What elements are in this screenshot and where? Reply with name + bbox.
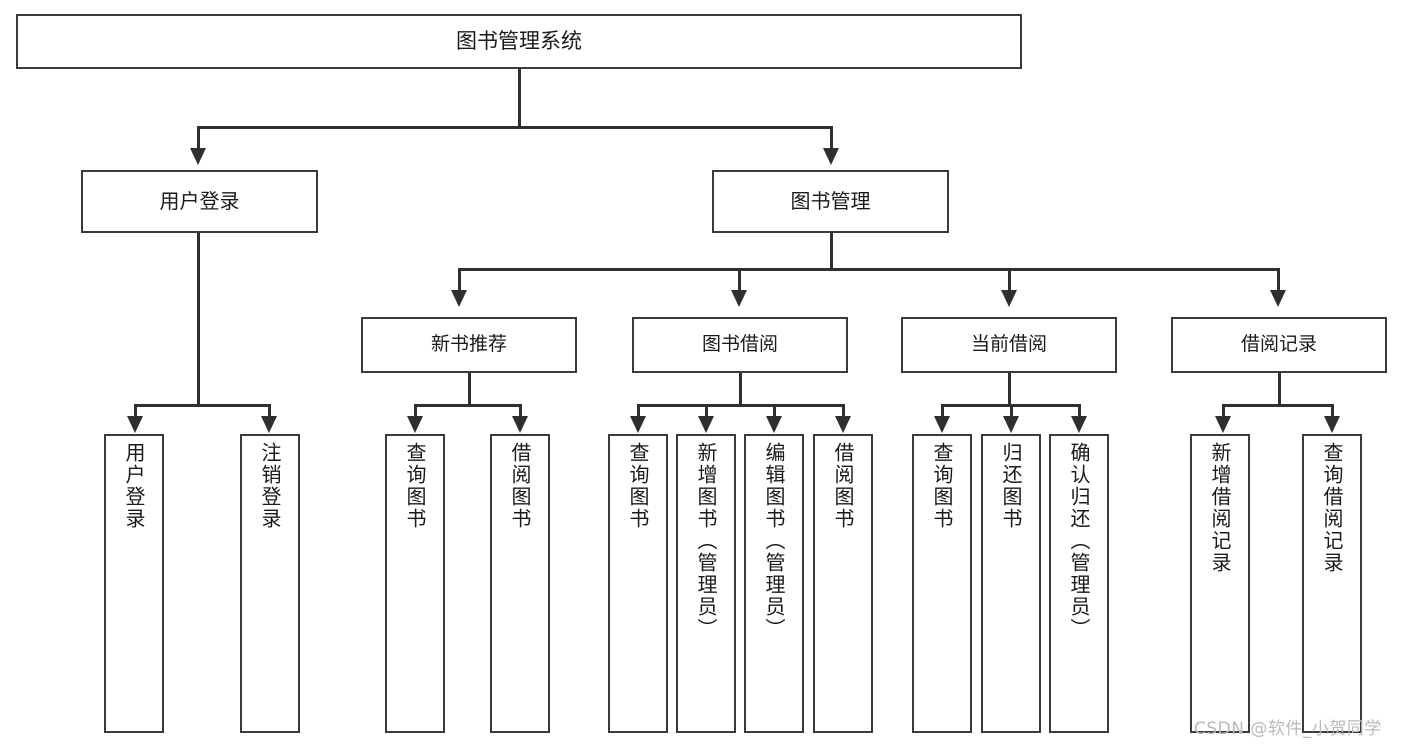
connector-new-book-recommend-bus	[414, 404, 522, 407]
node-leaf-add-book[interactable]: 新增图书（管理员）	[676, 434, 736, 733]
connector-borrow-record-bus	[1222, 404, 1334, 407]
connector-nbr-drop-2	[519, 404, 522, 419]
node-user-login[interactable]: 用户登录	[81, 170, 318, 233]
connector-book-management-stem	[830, 233, 833, 270]
arrowhead-to-book-management	[823, 148, 839, 165]
node-book-management[interactable]: 图书管理	[712, 170, 949, 233]
arrowhead-leaf-borrow-book-1	[512, 416, 528, 433]
arrowhead-leaf-query-book-2	[630, 416, 646, 433]
node-leaf-borrow-book-1[interactable]: 借阅图书	[490, 434, 550, 733]
node-label: 归还图书	[999, 442, 1023, 530]
node-leaf-add-record[interactable]: 新增借阅记录	[1190, 434, 1250, 733]
node-label: 借阅图书	[508, 442, 532, 530]
node-leaf-return-book[interactable]: 归还图书	[981, 434, 1041, 733]
node-current-borrow[interactable]: 当前借阅	[901, 317, 1117, 373]
connector-bb-drop-4	[842, 404, 845, 419]
connector-bb-drop-2	[705, 404, 708, 419]
node-label: 确认归还（管理员）	[1067, 442, 1091, 640]
connector-current-borrow-stem	[1008, 373, 1011, 406]
node-leaf-query-record[interactable]: 查询借阅记录	[1302, 434, 1362, 733]
node-book-borrow[interactable]: 图书借阅	[632, 317, 848, 373]
node-borrow-record[interactable]: 借阅记录	[1171, 317, 1387, 373]
node-new-book-recommend[interactable]: 新书推荐	[361, 317, 577, 373]
connector-cb-drop-3	[1078, 404, 1081, 419]
node-label: 借阅记录	[1240, 333, 1317, 356]
connector-user-login-stem	[197, 233, 200, 406]
arrowhead-leaf-query-book-3	[934, 416, 950, 433]
arrowhead-leaf-confirm-return	[1071, 416, 1087, 433]
connector-to-user-login	[197, 126, 200, 150]
connector-to-borrow-record	[1277, 268, 1280, 292]
arrowhead-leaf-add-record	[1215, 416, 1231, 433]
arrowhead-to-new-book-recommend	[451, 290, 467, 307]
arrowhead-to-user-login	[190, 148, 206, 165]
connector-cb-drop-1	[941, 404, 944, 419]
node-label: 图书管理系统	[456, 29, 582, 54]
node-leaf-query-book-3[interactable]: 查询图书	[912, 434, 972, 733]
arrowhead-leaf-add-book	[698, 416, 714, 433]
arrowhead-leaf-query-record	[1324, 416, 1340, 433]
node-label: 当前借阅	[970, 333, 1047, 356]
arrowhead-leaf-return-book	[1003, 416, 1019, 433]
connector-bb-drop-3	[773, 404, 776, 419]
connector-level2-bus	[197, 126, 833, 129]
node-leaf-confirm-return[interactable]: 确认归还（管理员）	[1049, 434, 1109, 733]
arrowhead-to-current-borrow	[1001, 290, 1017, 307]
connector-user-login-drop-2	[268, 404, 271, 419]
connector-bb-drop-1	[637, 404, 640, 419]
node-label: 图书管理	[790, 189, 871, 213]
arrowhead-to-book-borrow	[731, 290, 747, 307]
connector-br-drop-1	[1222, 404, 1225, 419]
arrowhead-leaf-edit-book	[766, 416, 782, 433]
node-label: 查询图书	[626, 442, 650, 530]
connector-book-borrow-stem	[739, 373, 742, 406]
node-root-book-management-system[interactable]: 图书管理系统	[16, 14, 1022, 69]
connector-new-book-recommend-stem	[468, 373, 471, 406]
arrowhead-to-borrow-record	[1270, 290, 1286, 307]
arrowhead-leaf-borrow-book-2	[835, 416, 851, 433]
node-leaf-query-book-1[interactable]: 查询图书	[385, 434, 445, 733]
node-leaf-logout-login[interactable]: 注销登录	[240, 434, 300, 733]
node-leaf-user-login[interactable]: 用户登录	[104, 434, 164, 733]
connector-root-stem	[518, 69, 521, 128]
connector-user-login-bus	[134, 404, 271, 407]
connector-to-new-book-recommend	[458, 268, 461, 292]
connector-to-current-borrow	[1008, 268, 1011, 292]
node-leaf-edit-book[interactable]: 编辑图书（管理员）	[744, 434, 804, 733]
node-label: 图书借阅	[701, 333, 778, 356]
connector-book-borrow-bus	[637, 404, 845, 407]
node-label: 用户登录	[159, 189, 240, 213]
node-label: 注销登录	[258, 442, 282, 530]
node-leaf-borrow-book-2[interactable]: 借阅图书	[813, 434, 873, 733]
node-label: 新书推荐	[430, 333, 507, 356]
connector-to-book-borrow	[738, 268, 741, 292]
arrowhead-leaf-logout-login	[261, 416, 277, 433]
node-label: 查询图书	[930, 442, 954, 530]
node-label: 编辑图书（管理员）	[762, 442, 786, 640]
connector-user-login-drop-1	[134, 404, 137, 419]
arrowhead-leaf-query-book-1	[407, 416, 423, 433]
node-label: 借阅图书	[831, 442, 855, 530]
node-leaf-query-book-2[interactable]: 查询图书	[608, 434, 668, 733]
connector-cb-drop-2	[1010, 404, 1013, 419]
connector-nbr-drop-1	[414, 404, 417, 419]
connector-to-book-management	[830, 126, 833, 150]
connector-level3-bus	[458, 268, 1280, 271]
connector-borrow-record-stem	[1278, 373, 1281, 406]
node-label: 用户登录	[122, 442, 146, 530]
node-label: 新增图书（管理员）	[694, 442, 718, 640]
node-label: 查询借阅记录	[1320, 442, 1344, 574]
connector-br-drop-2	[1331, 404, 1334, 419]
arrowhead-leaf-user-login	[127, 416, 143, 433]
node-label: 新增借阅记录	[1208, 442, 1232, 574]
node-label: 查询图书	[403, 442, 427, 530]
